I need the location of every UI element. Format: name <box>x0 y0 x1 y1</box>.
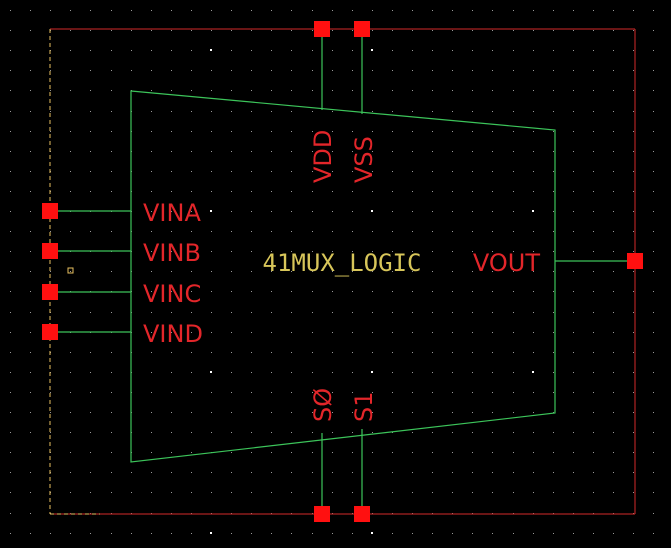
pin-terminal-vinb[interactable] <box>42 243 58 259</box>
pin-terminal-vout[interactable] <box>627 253 643 269</box>
pin-label-s1: S1 <box>350 391 378 422</box>
pin-label-vdd: VDD <box>309 130 337 183</box>
pin-terminal-s1[interactable] <box>354 506 370 522</box>
pin-terminal-vdd[interactable] <box>314 21 330 37</box>
origin-marker <box>67 267 74 274</box>
pin-label-vss: VSS <box>350 136 378 183</box>
symbol-bounding-box <box>49 28 636 515</box>
pin-label-vout: VOUT <box>473 249 540 277</box>
cell-name-label: 41MUX_LOGIC <box>263 249 422 277</box>
pin-label-vinc: VINC <box>143 280 201 308</box>
pin-label-vind: VIND <box>143 320 203 348</box>
mux-symbol-body[interactable] <box>130 90 556 463</box>
pin-terminals[interactable] <box>42 21 643 522</box>
pin-terminal-vind[interactable] <box>42 324 58 340</box>
pin-terminal-vinc[interactable] <box>42 284 58 300</box>
pin-terminal-vss[interactable] <box>354 21 370 37</box>
pin-terminal-s0[interactable] <box>314 506 330 522</box>
pin-label-vinb: VINB <box>143 239 201 267</box>
pin-terminal-vina[interactable] <box>42 203 58 219</box>
pin-wires <box>50 29 635 514</box>
pin-label-s0: SØ <box>309 388 337 422</box>
pin-label-vina: VINA <box>143 199 201 227</box>
